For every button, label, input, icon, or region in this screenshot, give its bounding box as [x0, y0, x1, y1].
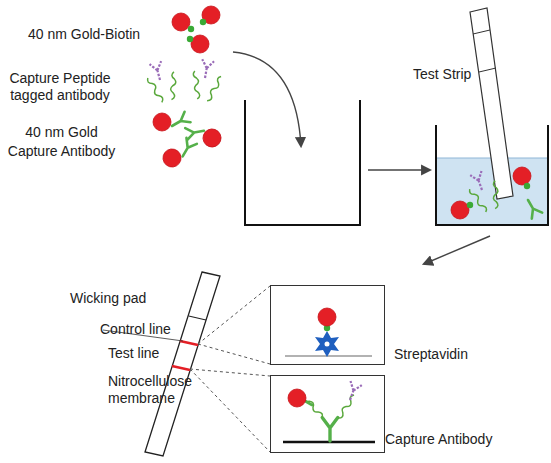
peptide-antibody: [143, 58, 184, 106]
flow-arrow: [424, 236, 490, 264]
star-center: [325, 342, 330, 347]
control-line-mark: [180, 341, 198, 345]
panel-label: Capture Antibody: [385, 431, 492, 448]
gold-particle: [288, 389, 306, 407]
biotin-dot: [188, 26, 194, 32]
biotin-dot: [524, 183, 530, 189]
test-strip: [470, 8, 513, 199]
panel-label: Streptavidin: [394, 346, 468, 363]
peptide-antibody: [188, 58, 226, 104]
strip-segment: [479, 68, 496, 72]
zoom-panel: Streptavidin: [270, 285, 385, 365]
pad-boundary: [189, 316, 206, 320]
gold-antibody: [159, 135, 201, 171]
zoom-leader: [198, 344, 270, 364]
figure-label: Control line: [100, 321, 171, 338]
test-strip: [145, 272, 220, 456]
capture-peptide: [337, 394, 357, 420]
biotin-dot: [200, 19, 206, 25]
zoom-leader: [190, 369, 270, 376]
streptavidin-star: [315, 331, 339, 357]
zoom-leader: [198, 286, 270, 344]
beaker: [436, 125, 548, 225]
gold-particle: [513, 167, 531, 185]
figure-label: 40 nm Gold Capture Antibody: [4, 123, 119, 161]
beaker: [245, 100, 360, 225]
figure-label: 40 nm Gold-Biotin: [28, 26, 140, 43]
figure-label: Test line: [108, 345, 159, 362]
peptide-antibody: [464, 167, 507, 216]
biotin-dot: [467, 202, 473, 208]
gold-particle: [191, 35, 209, 53]
figure-label: Capture Peptide tagged antibody: [4, 70, 116, 104]
gold-particle: [451, 201, 469, 219]
gold-particle: [172, 13, 190, 31]
zoom-panel: Capture Antibody: [270, 375, 385, 453]
zoom-leader: [190, 369, 270, 452]
gold-particle: [318, 308, 336, 326]
gold-biotin-particles: [172, 6, 220, 53]
figure-label: Nitrocellulose membrane: [108, 373, 203, 407]
figure-label: Test Strip: [413, 66, 471, 83]
membrane-surface: [285, 355, 372, 357]
peptide-antibody: [344, 381, 361, 402]
capture-antibody: [322, 418, 338, 441]
biotin-dot: [187, 36, 193, 42]
test-line-mark: [172, 366, 190, 370]
gold-capture-antibodies: [153, 112, 224, 171]
strip-segment: [473, 30, 490, 34]
capture-antibody: [523, 197, 542, 219]
peptide-tagged-antibodies: [143, 58, 226, 106]
flow-arrow: [233, 52, 301, 146]
figure-label: Wicking pad: [70, 290, 146, 307]
flow-arrow: [368, 169, 430, 170]
